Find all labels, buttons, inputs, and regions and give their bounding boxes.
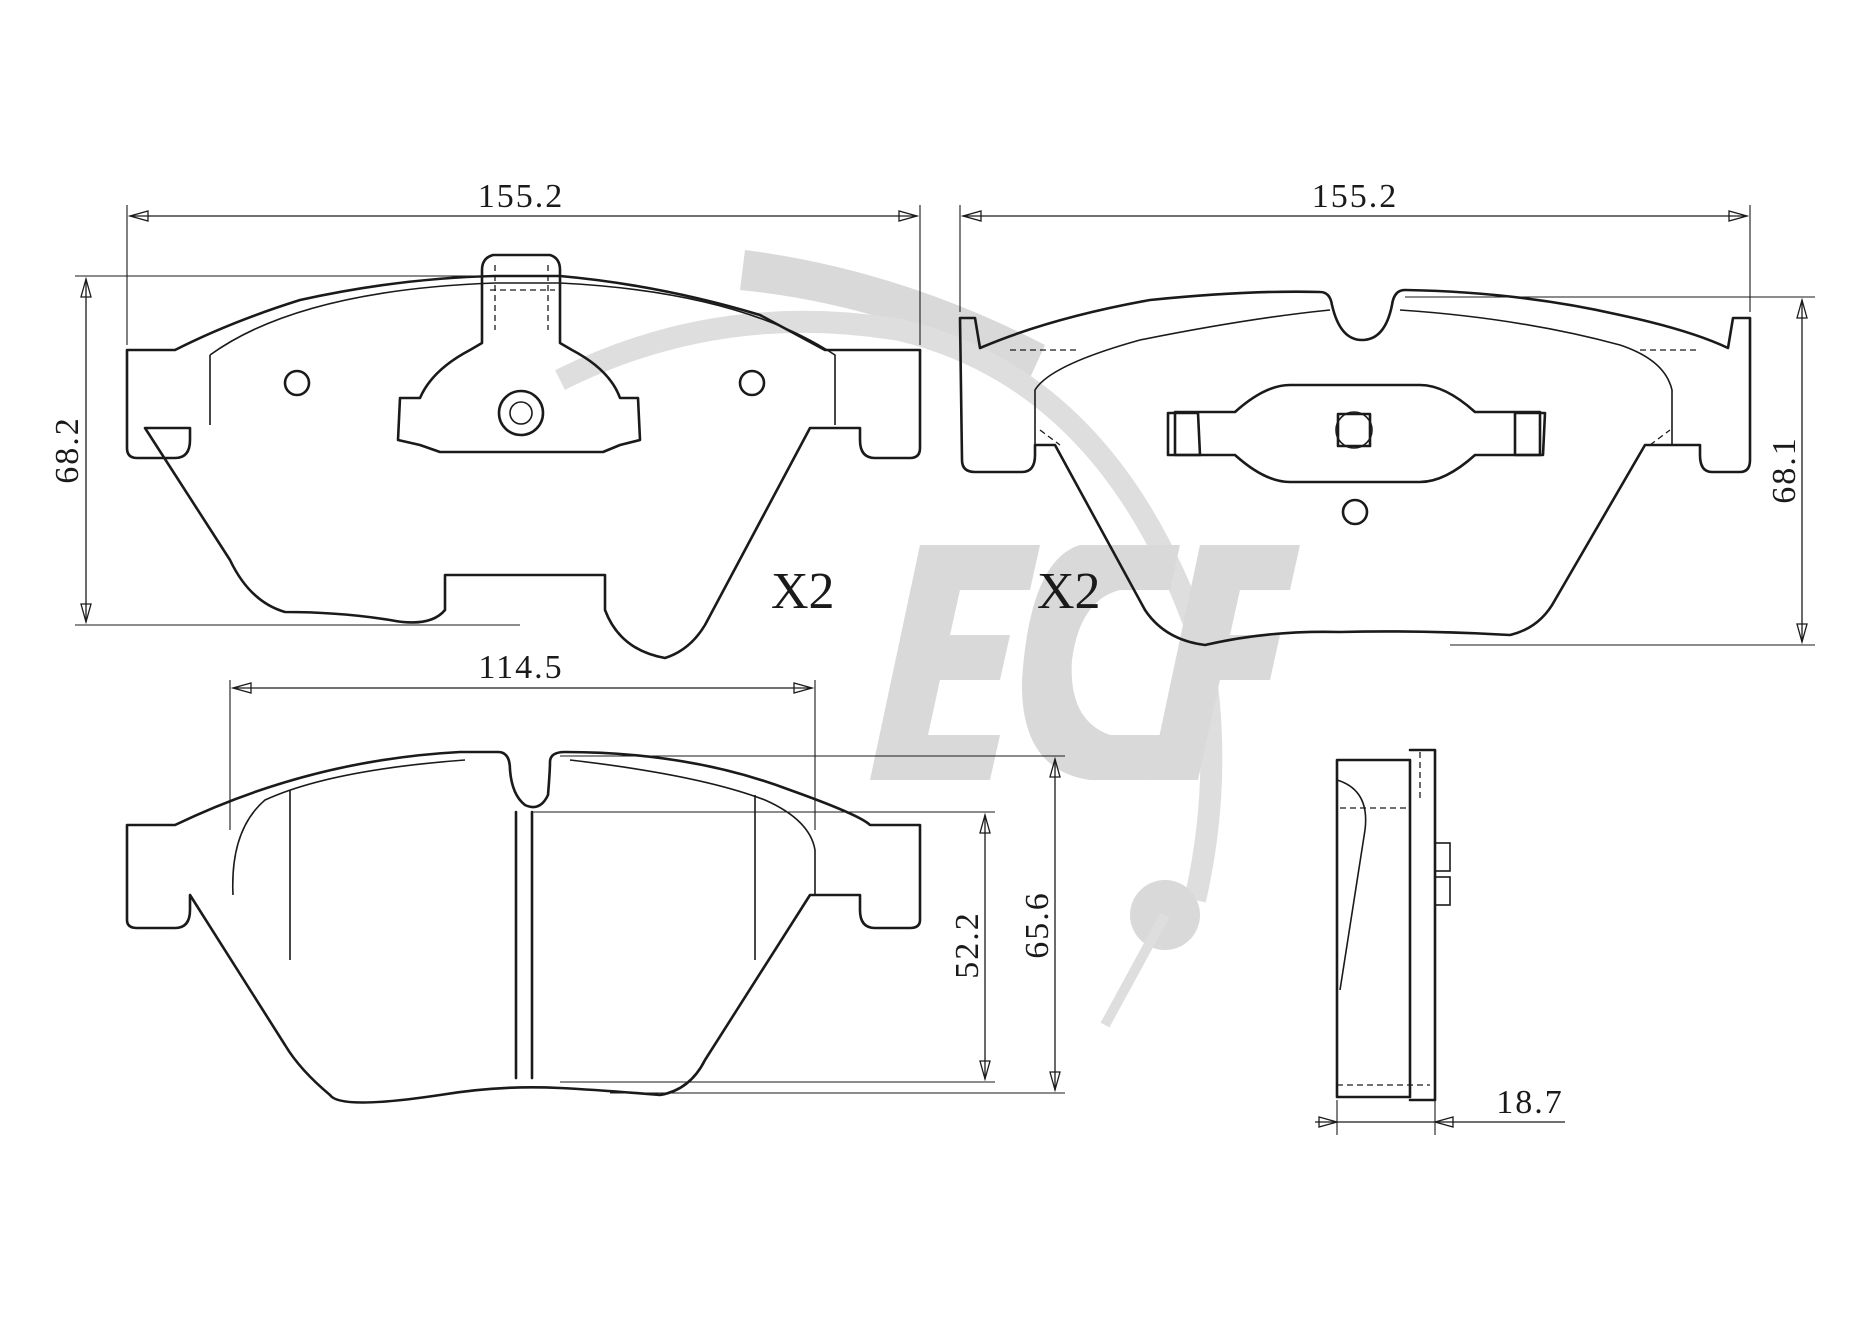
- bottom-right-side-view: [1335, 748, 1451, 1102]
- top-right-lower-hole: [1341, 498, 1369, 526]
- side-view-hidden-lines: [1337, 752, 1430, 1086]
- top-right-backing-plate: [958, 288, 1752, 647]
- top-left-quantity-label: X2: [771, 563, 835, 620]
- top-right-quantity-label: X2: [1037, 563, 1101, 620]
- side-view-thickness-label: 18.7: [1496, 1084, 1564, 1121]
- side-view-backing-plate: [1408, 748, 1437, 1102]
- top-right-center-bolt: [1335, 411, 1373, 449]
- side-view-friction-block: [1335, 758, 1412, 1099]
- bottom-left-center-slot: [514, 810, 534, 1080]
- top-left-clip-hub-outer: [497, 389, 545, 437]
- top-right-spring-plate: [1173, 383, 1542, 484]
- top-right-center-nut: [1336, 412, 1372, 448]
- top-right-pad-view: [958, 288, 1752, 647]
- top-right-hidden-edges: [1010, 349, 1700, 446]
- top-left-clip-hub-inner: [509, 401, 533, 425]
- side-view-clip-top: [1434, 842, 1451, 872]
- bottom-left-width-label: 114.5: [478, 649, 563, 686]
- top-left-dimensions: 155.2 68.2 X2: [49, 178, 921, 626]
- top-left-hole-left: [283, 369, 311, 397]
- side-view-clip-bottom: [1434, 876, 1451, 906]
- top-left-backing-plate: [125, 274, 922, 660]
- top-left-inner-outline: [209, 282, 836, 425]
- top-right-height-label: 68.1: [1766, 436, 1803, 504]
- bottom-left-dimensions: 114.5 52.2 65.6: [229, 649, 1065, 1094]
- bottom-left-outer-height-label: 65.6: [1019, 891, 1056, 959]
- top-left-spring-clip: [396, 253, 642, 454]
- top-right-inner-outline: [1034, 309, 1673, 445]
- side-view-chamfer: [1336, 779, 1367, 991]
- bottom-left-backing-plate: [125, 750, 922, 1104]
- top-right-width-label: 155.2: [1312, 178, 1399, 215]
- bottom-left-friction-view: [125, 750, 922, 1104]
- top-left-width-label: 155.2: [478, 178, 565, 215]
- top-left-height-label: 68.2: [49, 416, 86, 484]
- bottom-left-inner-height-label: 52.2: [949, 911, 986, 979]
- bottom-right-dimensions: 18.7: [1315, 1084, 1565, 1135]
- top-right-clip-right: [1513, 411, 1547, 457]
- top-right-dimensions: 155.2 68.1 X2: [959, 178, 1815, 646]
- ecf-watermark-logo: [555, 250, 1300, 1028]
- bottom-left-friction-outline: [231, 759, 816, 896]
- top-left-hole-right: [738, 369, 766, 397]
- top-right-clip-left: [1166, 411, 1202, 457]
